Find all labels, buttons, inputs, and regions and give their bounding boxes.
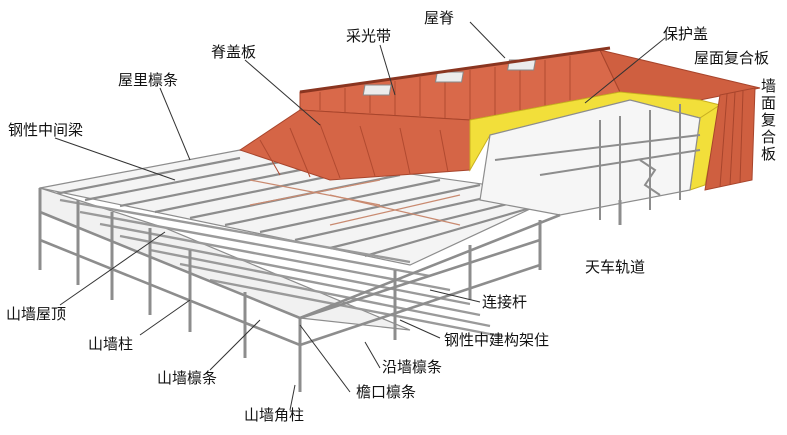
label-gable-roof: 山墙屋顶 bbox=[6, 305, 67, 323]
label-wall-girt: 沿墙檩条 bbox=[382, 358, 443, 376]
leader-lines bbox=[54, 21, 666, 411]
cross-bracing bbox=[249, 179, 461, 226]
label-tie-rod: 连接杆 bbox=[482, 293, 528, 311]
gable-roof-purlins bbox=[59, 198, 501, 338]
label-gable-corner-column: 山墙角柱 bbox=[244, 406, 305, 424]
leader-roof-ridge bbox=[469, 21, 506, 59]
leader-gable-column bbox=[139, 299, 191, 336]
leader-gable-corner-column bbox=[289, 384, 296, 411]
leader-tie-rod bbox=[429, 289, 481, 303]
leader-eave-purlin bbox=[299, 324, 351, 393]
interior-frame bbox=[479, 99, 701, 216]
building-structure bbox=[38, 46, 761, 392]
columns bbox=[38, 188, 622, 392]
leader-skylight bbox=[379, 44, 396, 96]
label-roof-composite-panel: 屋面复合板 bbox=[694, 49, 770, 67]
wall-panel-ribs bbox=[719, 90, 744, 188]
ridge-cap-line bbox=[299, 46, 611, 94]
label-gable-purlin: 山墙檩条 bbox=[157, 369, 218, 387]
leader-wall-girt bbox=[364, 341, 381, 369]
leader-protective-cap bbox=[584, 37, 666, 104]
label-protective-cap: 保护盖 bbox=[663, 25, 709, 43]
label-steel-middle-beam: 钢性中间梁 bbox=[8, 121, 84, 139]
leader-steel-middle-beam bbox=[54, 137, 176, 181]
leader-gable-roof bbox=[59, 231, 166, 306]
ground-beams bbox=[39, 210, 561, 347]
leader-gable-purlin bbox=[209, 319, 261, 371]
label-crane-rail: 天车轨道 bbox=[585, 258, 646, 276]
leader-roof-purlin bbox=[159, 87, 191, 161]
label-skylight-strip: 采光带 bbox=[346, 27, 392, 45]
roof-panel-ribs bbox=[259, 56, 571, 179]
label-eave-purlin: 檐口檩条 bbox=[356, 383, 417, 401]
label-ridge-cap: 脊盖板 bbox=[211, 43, 257, 61]
label-roof-purlin: 屋里檩条 bbox=[118, 71, 179, 89]
leader-steel-frame-column bbox=[399, 319, 441, 339]
label-wall-composite-panel: 墙面复合板 bbox=[759, 78, 777, 163]
label-steel-middle-frame-column: 钢性中建构架住 bbox=[444, 331, 550, 349]
label-gable-column: 山墙柱 bbox=[88, 335, 134, 353]
label-roof-ridge: 屋脊 bbox=[424, 9, 455, 27]
leader-ridge-cap bbox=[244, 59, 321, 126]
